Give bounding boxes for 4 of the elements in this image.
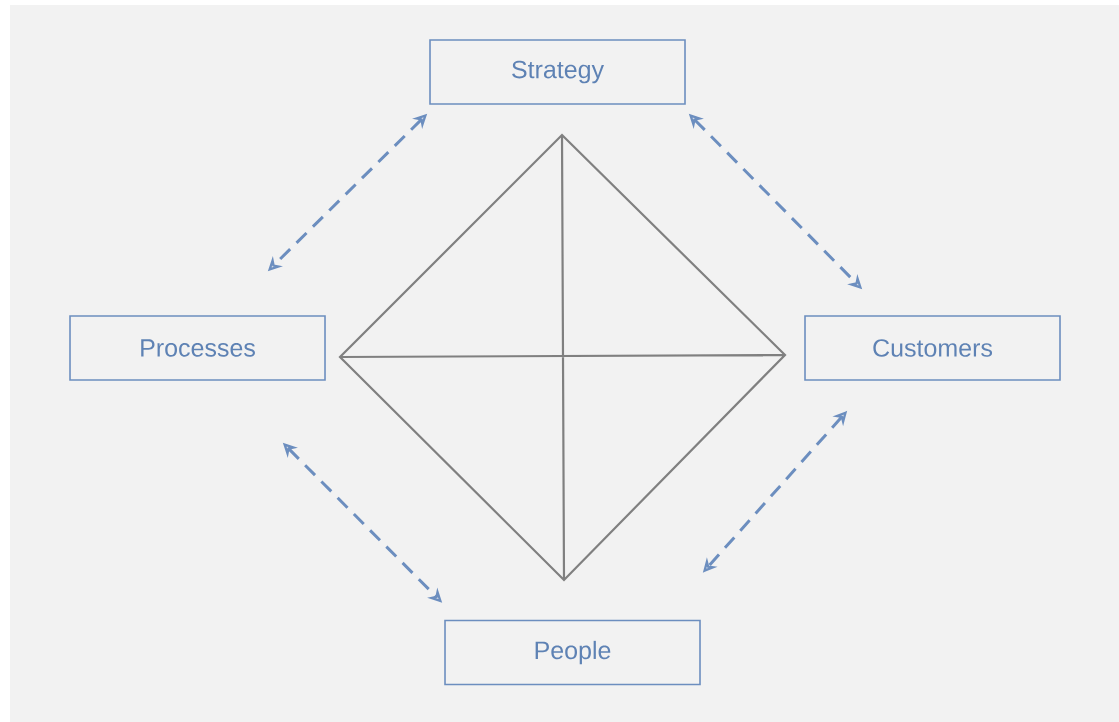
label-box: People (444, 619, 701, 686)
label-box: Customers (804, 315, 1061, 381)
label-box: Processes (69, 315, 326, 381)
label-box: Strategy (429, 39, 686, 105)
